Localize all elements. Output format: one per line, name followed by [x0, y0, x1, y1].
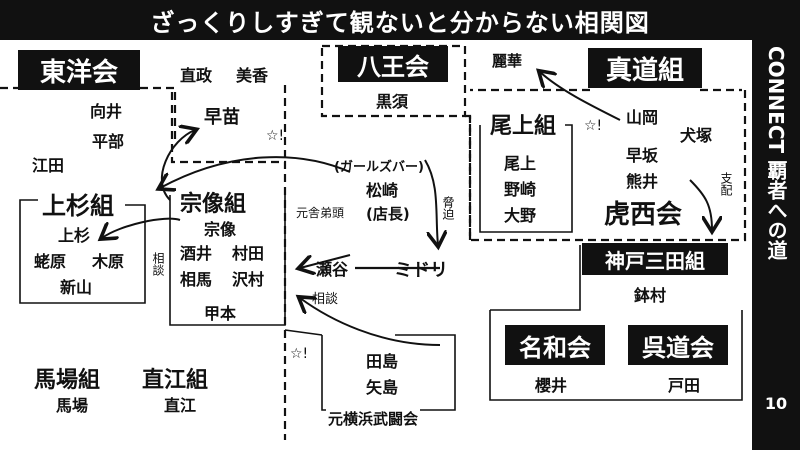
member-murata: 村田: [232, 244, 265, 263]
note-kyohaku: 脅迫: [441, 196, 455, 220]
member-kihara: 木原: [92, 252, 125, 271]
person-naomasa: 直政: [180, 66, 213, 85]
member-komoto: 甲本: [204, 304, 237, 323]
member-ebihara: 蛯原: [34, 252, 67, 271]
org-kosai: 虎西会: [600, 194, 687, 231]
org-kuredo: 呉道会: [628, 325, 728, 365]
note-sodan-left: 相談: [151, 252, 165, 276]
member-eda: 江田: [32, 156, 65, 175]
member-baba: 馬場: [56, 396, 89, 415]
member-niiyama: 新山: [60, 278, 93, 297]
member-hachimura: 鉢村: [634, 286, 667, 305]
note-sodan-center: 相談: [312, 292, 339, 307]
note-shihai: 支配: [719, 172, 733, 196]
member-sakurai: 櫻井: [535, 376, 568, 395]
org-motoyokohama: 元横浜武闘会: [326, 408, 421, 429]
star-mark-3: ☆!: [290, 346, 309, 362]
member-sakai: 酒井: [180, 244, 213, 263]
person-mika: 美香: [236, 66, 269, 85]
org-ogami: 尾上組: [486, 108, 561, 140]
person-sanae: 早苗: [204, 107, 240, 128]
member-ono: 大野: [504, 206, 537, 225]
person-girlsbar: (ガールズバー): [334, 160, 424, 175]
member-yamaoka: 山岡: [626, 108, 659, 127]
member-soma: 相馬: [180, 270, 213, 289]
org-baba: 馬場組: [34, 368, 101, 393]
person-reika: 麗華: [492, 52, 523, 70]
person-matsuzaki: 松崎: [366, 181, 399, 200]
org-munakata: 宗像組: [176, 186, 251, 218]
page-title: ざっくりしすぎて観ないと分からない相関図: [0, 0, 800, 40]
star-mark-1: ☆!: [266, 128, 285, 144]
org-kobe: 神戸三田組: [582, 243, 728, 275]
member-hirabe: 平部: [92, 132, 125, 151]
org-nawa: 名和会: [505, 325, 605, 365]
member-yajima: 矢島: [366, 378, 399, 397]
org-uesugi: 上杉組: [38, 186, 118, 221]
member-sawamura: 沢村: [232, 270, 265, 289]
member-nozaki: 野崎: [504, 180, 537, 199]
member-inuzuka: 犬塚: [680, 126, 713, 145]
org-naoe: 直江組: [142, 368, 209, 393]
person-tencho: (店長): [366, 205, 410, 223]
org-hachio: 八王会: [338, 46, 448, 82]
person-midori: ミドリ: [394, 260, 448, 281]
member-mukai: 向井: [90, 102, 123, 121]
member-tajima: 田島: [366, 352, 399, 371]
member-munakata: 宗像: [204, 220, 237, 239]
org-shindo: 真道組: [588, 48, 702, 88]
note-moto-shateigashira: 元舎弟頭: [296, 206, 345, 220]
member-kumai: 熊井: [626, 172, 659, 191]
member-ogami: 尾上: [504, 154, 537, 173]
person-setani: 瀬谷: [316, 260, 349, 279]
star-mark-2: ☆!: [584, 118, 603, 134]
member-hayasaka: 早坂: [626, 146, 659, 165]
episode-number: 10: [764, 394, 788, 413]
side-banner-text: CONNECT 覇者への道: [764, 46, 788, 261]
member-toda: 戸田: [668, 376, 701, 395]
member-kurosu: 黒須: [376, 92, 409, 111]
side-banner: CONNECT 覇者への道 10: [752, 40, 800, 450]
member-uesugi: 上杉: [58, 226, 91, 245]
org-toyo: 東洋会: [18, 50, 140, 90]
member-naoe: 直江: [164, 396, 197, 415]
